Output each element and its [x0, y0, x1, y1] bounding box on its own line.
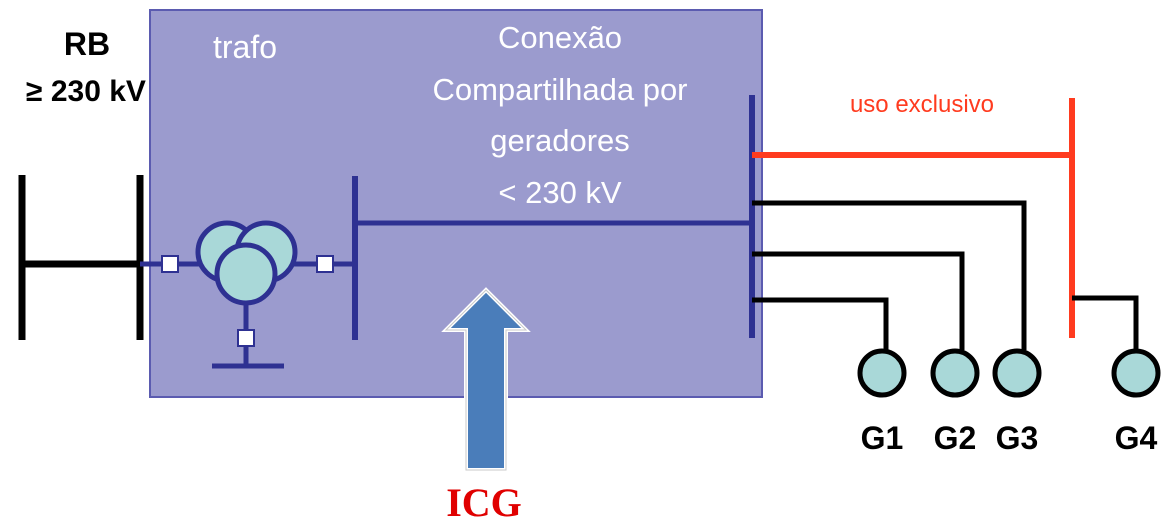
shared-label-line4: < 230 kV [498, 175, 622, 210]
generator-feeders [752, 200, 1139, 350]
up-arrow-outline [444, 289, 528, 471]
exclusive-use-label: uso exclusivo [850, 91, 994, 118]
rb-voltage-label: ≥ 230 kV [26, 75, 146, 108]
generator-circle-icon [992, 348, 1042, 398]
shared-label-line1: Conexão [498, 20, 622, 55]
rb-label: RB [64, 26, 110, 62]
shared-label-line2: Compartilhada por [432, 72, 687, 107]
generator-label: G2 [934, 420, 977, 456]
rb-bus [18, 175, 144, 340]
icg-label: ICG [446, 480, 522, 523]
generator-label: G3 [996, 420, 1039, 456]
generator-label: G1 [861, 420, 904, 456]
shared-label-line3: geradores [490, 123, 630, 158]
generator-circle-icon [1111, 348, 1161, 398]
generator-circle-icon [930, 348, 980, 398]
generator-circle-icon [857, 348, 907, 398]
trafo-label: trafo [213, 29, 277, 65]
breaker-left [161, 255, 179, 273]
generator-label: G4 [1115, 420, 1158, 456]
three-winding-transformer-icon [195, 220, 355, 369]
